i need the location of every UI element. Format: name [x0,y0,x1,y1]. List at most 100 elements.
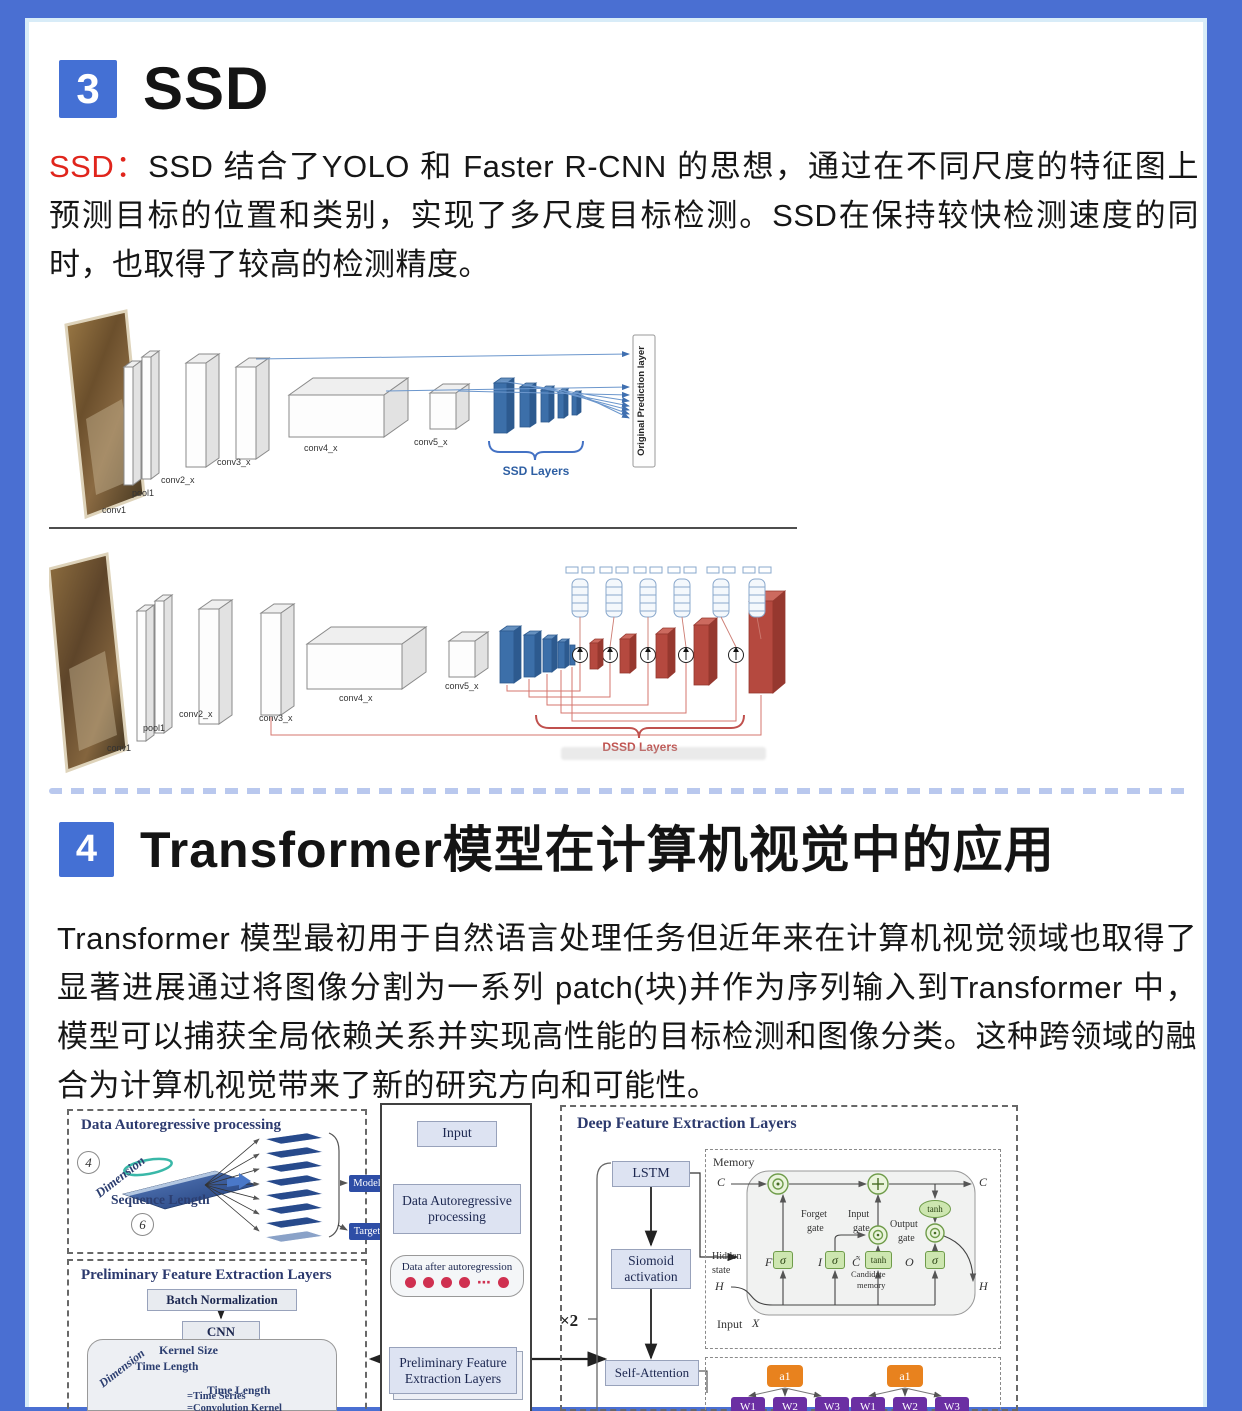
watermark [561,747,766,760]
conv3-label: conv3_x [259,713,293,723]
sigmoid-activation-box: Siomoid activation [611,1249,691,1289]
sequence-length-label: Sequence Length [111,1192,210,1207]
section-divider [49,788,1189,794]
h-out-label: H [979,1279,988,1293]
ssd-layers-brace [488,440,584,461]
dssd-architecture-figure: DSSD Layers conv1 pool1 conv2_x conv3_x … [47,539,809,784]
data-dot [459,1277,470,1288]
prediction-layer-box: Original Prediction layer [632,334,656,468]
red-connections [270,663,762,736]
legend-time-series: =Time Series [187,1391,246,1402]
section-transformer-header: 4 Transformer模型在计算机视觉中的应用 [59,822,1055,877]
candidate-label-1: Candidate [851,1269,886,1279]
c-prev-label: C [717,1175,726,1189]
layer-labels: conv1 pool1 conv2_x conv3_x conv4_x conv… [102,437,570,515]
weight-w1-box: W1 [851,1397,885,1411]
input-gate-label-1: Input [848,1209,870,1220]
state-label: state [712,1265,731,1276]
data-dot [498,1277,509,1288]
x-label: X [752,1316,760,1330]
dssd-layers-label: DSSD Layers [602,740,678,754]
section-number-badge: 3 [59,60,117,118]
attention-a1-box: a1 [767,1365,803,1387]
deep-feature-title: Deep Feature Extraction Layers [577,1115,797,1132]
input-sigma-box: σ [825,1251,845,1269]
ssd-figure-svg: Original Prediction layer conv1 pool1 co… [64,309,656,520]
conv-slabs [122,350,471,486]
sequence-number: 6 [131,1213,154,1236]
prediction-columns [565,566,772,648]
self-attention-box: Self-Attention [605,1360,699,1386]
pool1-label: pool1 [132,488,154,498]
transformer-paragraph: Transformer 模型最初用于自然语言处理任务但近年来在计算机视觉领域也取… [57,921,1197,1103]
conv4-label: conv4_x [304,443,338,453]
conv5-label: conv5_x [414,437,448,447]
conv3-label: conv3_x [217,457,251,467]
input-image [47,552,129,774]
transformer-figure: Data Autoregressive processing 4 Dimensi… [55,1099,1055,1411]
time-length-label-1: Time Length [135,1361,199,1373]
section-title: Transformer模型在计算机视觉中的应用 [140,821,1055,878]
memory-cell-box [705,1149,1001,1349]
time-length-label-2: Time Length [207,1385,271,1397]
f-label: F [765,1255,773,1269]
figure-separator [49,527,797,529]
ssd-architecture-figure: Original Prediction layer conv1 pool1 co… [64,299,664,534]
model-box: Model [349,1175,385,1192]
conv2-label: conv2_x [161,475,195,485]
dssd-figure-svg: DSSD Layers conv1 pool1 conv2_x conv3_x … [47,552,787,774]
o-label: O [905,1255,914,1269]
memory-label: Memory [713,1155,755,1169]
data-dot [423,1277,434,1288]
output-gate-label-2: gate [898,1233,915,1244]
content-area: 3 SSD SSD：SSD 结合了YOLO 和 Faster R-CNN 的思想… [25,18,1207,1411]
ssd-term: SSD： [49,149,149,184]
conv4-label: conv4_x [339,693,373,703]
section-ssd-header: 3 SSD [59,59,269,119]
data-dot [405,1277,416,1288]
weight-w3-box: W3 [815,1397,849,1411]
h-prev-label: H [715,1279,724,1293]
conv1-label: conv1 [107,743,131,753]
forget-gate-label-2: gate [807,1223,824,1234]
kernel-size-label: Kernel Size [159,1343,218,1357]
batch-norm-box: Batch Normalization [147,1289,297,1311]
preliminary-box [67,1259,367,1411]
data-after-box: Data after autoregression ⋯ [390,1255,524,1297]
conv2-label: conv2_x [179,709,213,719]
conv5-label: conv5_x [445,681,479,691]
section-title: SSD [143,55,270,122]
dssd-layers-brace [535,714,745,739]
preliminary-box-title: Preliminary Feature Extraction Layers [81,1267,332,1283]
target-box: Target [349,1223,385,1240]
attention-weights-box [705,1357,1001,1411]
autoregressive-processing-box: Data Autoregressive processing [393,1184,521,1234]
lstm-box: LSTM [612,1161,690,1187]
weight-w2-box: W2 [773,1397,807,1411]
weight-w2-box: W2 [893,1397,927,1411]
lstm-cell-graphics [730,1170,977,1316]
section-number-badge: 4 [59,822,114,877]
output-tanh-ellipse: tanh [919,1200,951,1218]
forget-gate-label-1: Forget [801,1209,827,1220]
prediction-layer-label: Original Prediction layer [636,346,647,456]
preliminary-extraction-box: Preliminary Feature Extraction Layers [389,1347,517,1394]
data-after-label: Data after autoregression [401,1261,513,1273]
eltwise-sum-nodes [572,647,744,663]
attention-a1-box: a1 [887,1365,923,1387]
attention-arrows [748,1387,942,1398]
ssd-layers-label: SSD Layers [503,464,570,478]
ssd-paragraph: SSD：SSD 结合了YOLO 和 Faster R-CNN 的思想，通过在不同… [49,142,1199,289]
data-dots: ⋯ [391,1275,523,1289]
hidden-label: Hidden [712,1251,742,1262]
pool1-label: pool1 [143,723,165,733]
output-sigma-box: σ [925,1251,945,1269]
autoregressive-box-title: Data Autoregressive processing [81,1117,281,1133]
autoregressive-graphic [121,1132,348,1243]
candidate-tanh-box: tanh [865,1251,892,1269]
weight-w1-box: W1 [731,1397,765,1411]
input-gate-label-2: gate [853,1223,870,1234]
input-box: Input [417,1121,497,1147]
forget-sigma-box: σ [773,1251,793,1269]
